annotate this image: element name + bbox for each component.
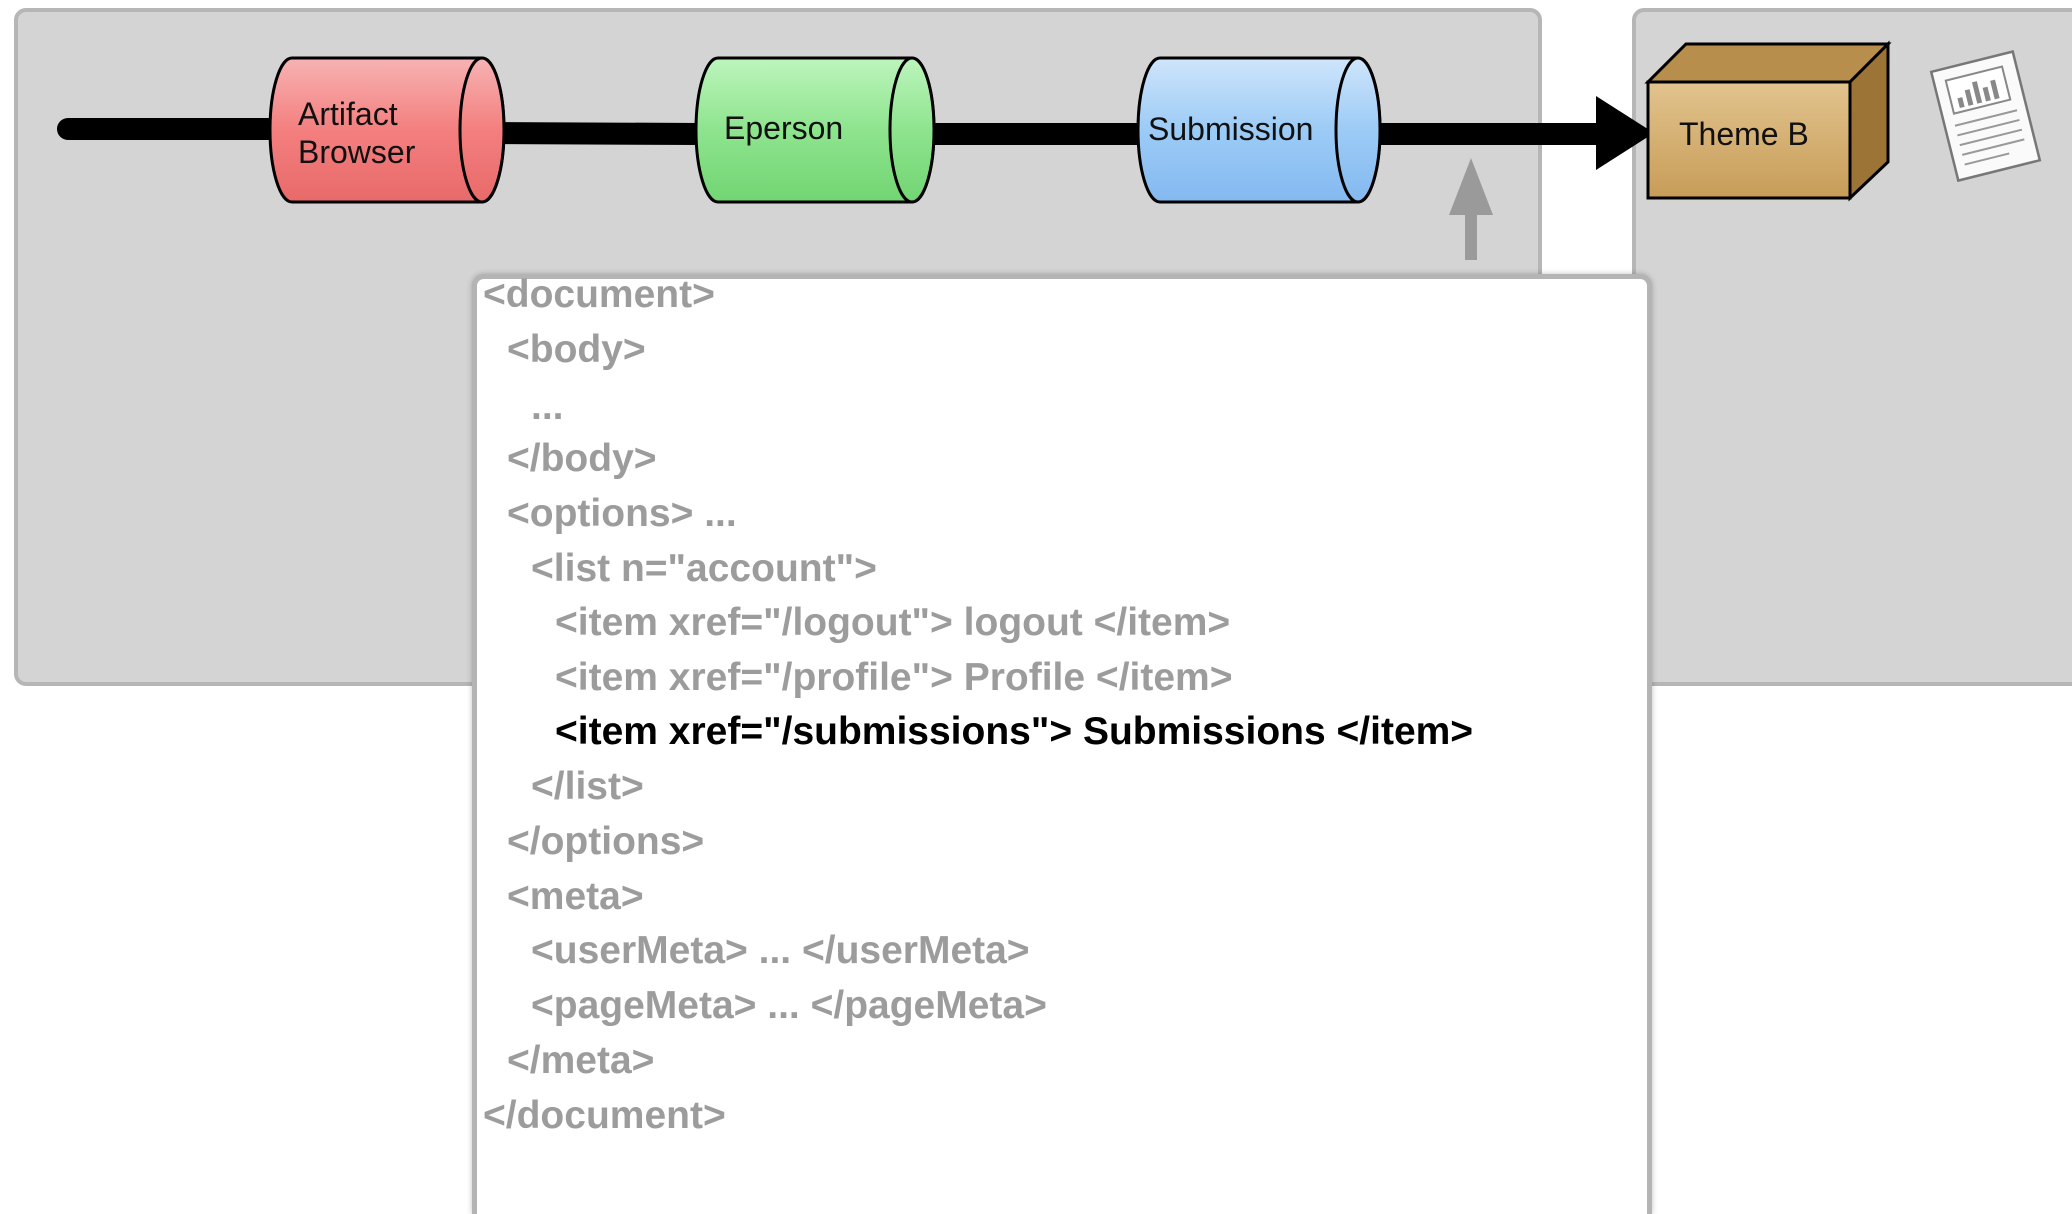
- xml-line: </body>: [507, 437, 657, 480]
- xml-line: <item xref="/profile"> Profile </item>: [555, 656, 1233, 699]
- document-chart-icon: [1929, 50, 2042, 183]
- xml-line: <document>: [483, 273, 715, 316]
- connector-artifact-eperson: [491, 122, 701, 145]
- xml-line: </meta>: [507, 1039, 655, 1082]
- xml-line: <item xref="/logout"> logout </item>: [555, 601, 1231, 644]
- xml-line: <userMeta> ... </userMeta>: [531, 929, 1030, 972]
- artifact-browser-node: [268, 56, 506, 204]
- eperson-label: Eperson: [724, 110, 844, 146]
- xml-line: <list n="account">: [531, 547, 877, 590]
- arrow-up-head: [1449, 158, 1493, 215]
- eperson-node: [694, 56, 936, 204]
- xml-line: </document>: [483, 1094, 726, 1137]
- xml-line: <meta>: [507, 875, 644, 918]
- arrow-to-theme: [1596, 96, 1654, 170]
- xml-line: <pageMeta> ... </pageMeta>: [531, 984, 1047, 1027]
- submission-node: [1136, 56, 1382, 204]
- theme-label: Theme B: [1679, 116, 1809, 152]
- submission-label: Submission: [1148, 111, 1314, 147]
- xml-line: </list>: [531, 765, 644, 808]
- xml-line-highlighted: <item xref="/submissions"> Submissions <…: [555, 710, 1474, 753]
- artifact-browser-label: Artifact Browser: [298, 96, 416, 170]
- xml-line: <options> ...: [507, 492, 737, 535]
- xml-line: <body>: [507, 328, 646, 371]
- xml-line: ...: [531, 385, 564, 428]
- theme-box: [1644, 40, 1892, 202]
- xml-line: </options>: [507, 820, 705, 863]
- xml-document-box: <document> <body>... </body> <options> ... <…: [472, 273, 1652, 1214]
